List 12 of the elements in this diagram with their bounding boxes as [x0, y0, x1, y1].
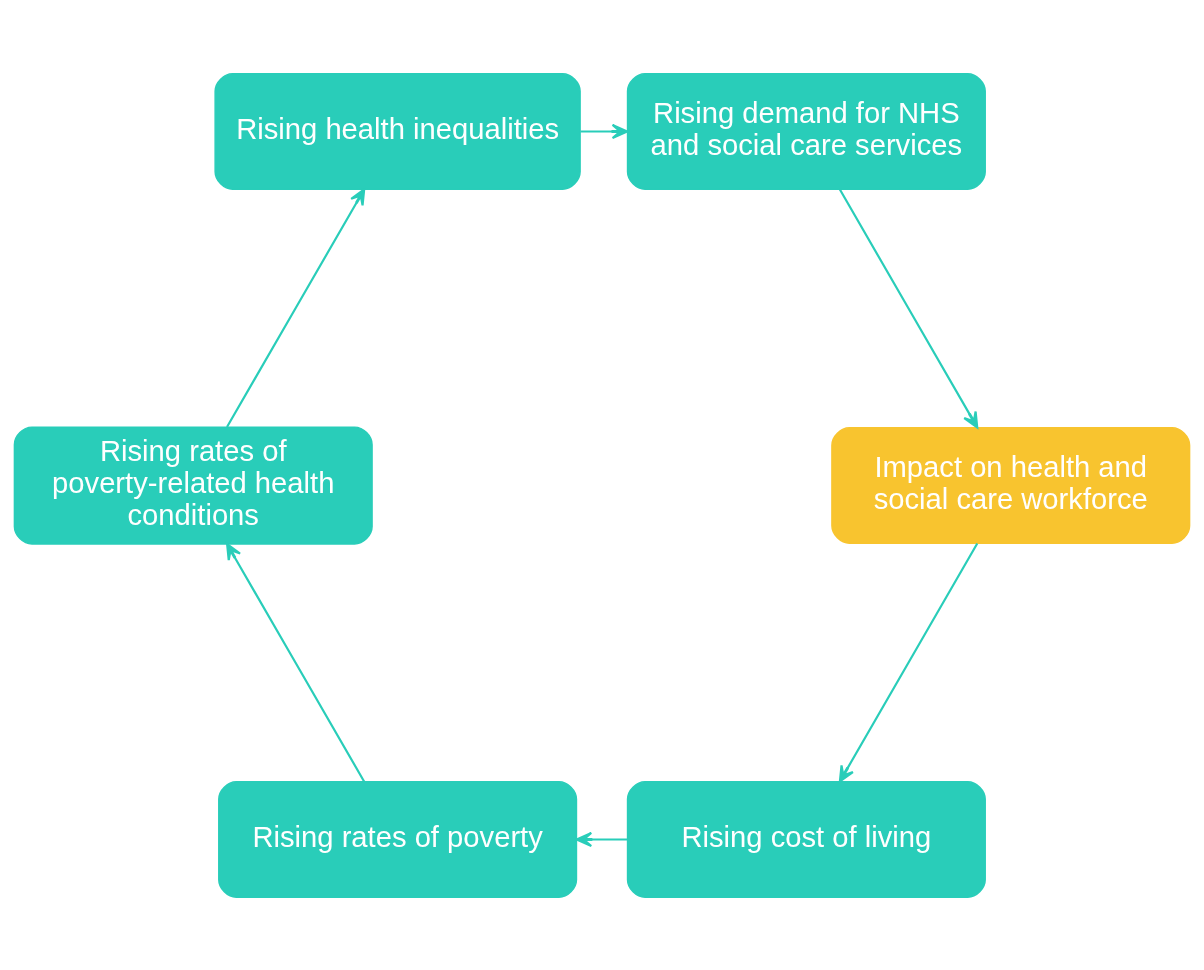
node-box: Rising rates of poverty	[218, 780, 578, 898]
node-box: Rising cost of living	[626, 780, 986, 898]
arrow	[580, 123, 629, 139]
node-box: Impact on health and social care workforce	[831, 426, 1191, 544]
node-box: Rising health inequalities	[214, 72, 581, 190]
node-box: Rising demand for NHS and social care services	[626, 72, 986, 190]
arrow	[838, 188, 979, 428]
node-box: Rising rates of poverty-related health conditions	[13, 425, 373, 545]
arrow	[838, 542, 979, 782]
arrow	[575, 831, 628, 847]
arrow	[226, 187, 366, 428]
arrow	[226, 542, 366, 782]
